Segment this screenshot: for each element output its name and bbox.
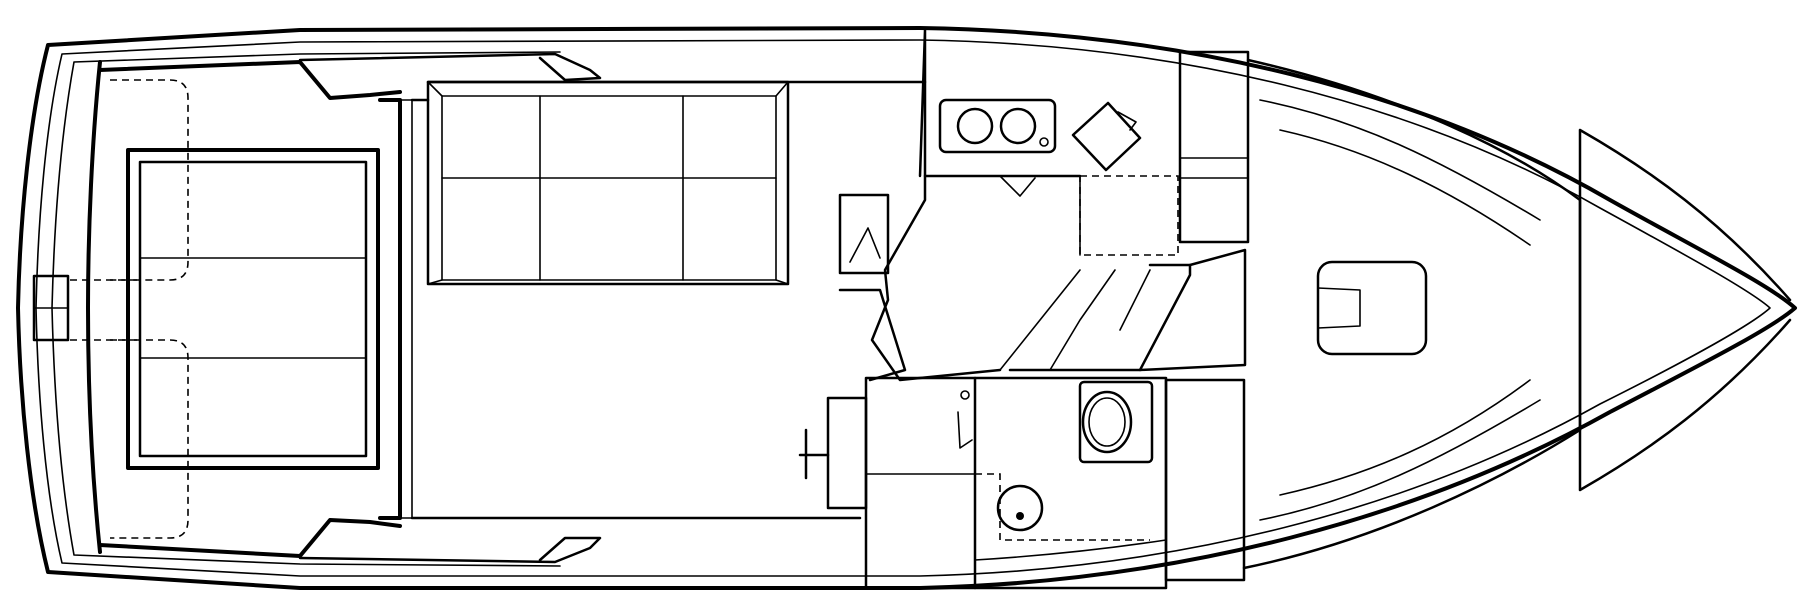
toilet-bowl [1081,390,1133,454]
sink-bowl-2 [999,107,1037,145]
chain-locker [1578,128,1792,492]
settee-corner-bevel [427,81,789,285]
hanging-locker [1178,50,1250,244]
galley-stove [1071,101,1142,172]
sink-bowl-1 [956,107,994,145]
hull-inner-rail [35,39,1771,577]
head [798,376,1168,590]
settee-frame [426,80,790,286]
transom-bulkhead [86,60,102,554]
cockpit-coaming [98,60,402,558]
hull-outline [16,26,1797,590]
salon-bulkhead [378,98,402,520]
filler-cushion-notch [1317,287,1361,329]
hall-stairs [999,269,1151,371]
port-step [298,536,602,564]
engine-outline-upper [110,79,189,281]
galley-refrigerator [1079,175,1179,256]
hall-forward-wall [1138,248,1247,372]
galley [838,28,1179,382]
galley-wall-aft [870,174,1002,382]
toilet-seat [1088,397,1126,447]
transom [32,60,102,554]
starboard-step [298,52,602,82]
salon [410,80,927,520]
head-latch [960,390,970,400]
galley-counter [918,28,1082,178]
hall-wall-1 [838,288,907,382]
v-berth-cushion-arc-1 [1259,99,1541,221]
filler-cushion [1316,260,1428,356]
salon-wall-starboard [410,80,927,102]
engine-hatch-inner [138,160,368,458]
engine-outline-lower [110,339,189,539]
galley-triangle [999,175,1036,197]
settee-inner [441,95,777,281]
head-door-step [826,396,868,510]
hall-wall-2 [1008,263,1192,372]
v-berth-cushion-arc-4 [1279,379,1531,496]
companionway [838,248,1247,382]
engine-hatch-outer [126,148,380,470]
companionway-step [838,193,890,275]
vanity-counter [975,473,1150,541]
v-berth-cushion-arc-2 [1279,129,1531,246]
vanity-drain [1016,512,1024,520]
v-berth-cushion-arc-3 [1259,399,1541,521]
head-door-arrow [957,411,973,449]
stove-handle [1117,111,1137,131]
companionway-arrow [849,227,881,263]
shower-line [974,539,1167,561]
hull [16,26,1797,590]
toilet-tank [1078,380,1154,464]
vanity-sink [996,484,1044,532]
salon-door-slide [399,99,413,519]
forward-cabin [1164,50,1792,582]
sink-faucet [1039,137,1049,147]
cockpit [70,52,602,564]
galley-sink [938,98,1057,154]
